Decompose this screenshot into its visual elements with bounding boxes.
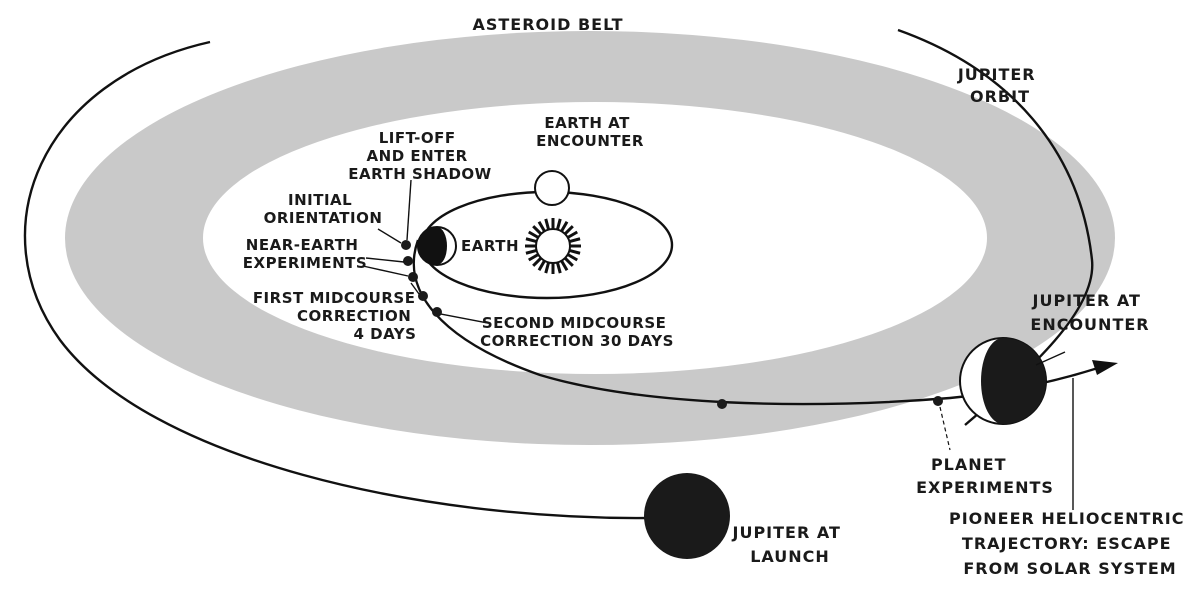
sun-ray: [544, 218, 551, 230]
label-second-midcourse-1: SECOND MIDCOURSE: [482, 314, 667, 332]
sun-ray: [537, 221, 546, 233]
asteroid-belt: [65, 31, 1115, 445]
sun-ray: [563, 256, 574, 267]
svg-text:PIONEER HELIOCENTRIC TRA: PIONEER HELIOCENTRIC TRAJECTORY: ESCAPE …: [949, 509, 1191, 578]
label-near-earth-1: NEAR-EARTH: [246, 236, 359, 254]
trajectory-event-dots: [401, 240, 943, 409]
sun-ray: [555, 262, 562, 274]
sun-ray: [566, 253, 578, 262]
label-near-earth-2: EXPERIMENTS: [243, 254, 367, 272]
label-asteroid-belt: ASTEROID BELT: [472, 15, 623, 34]
sun-ray: [532, 225, 543, 236]
label-jupiter-at-encounter-2: ENCOUNTER: [1030, 315, 1149, 334]
svg-text:FIRST MIDCOURSE CORRECTI: FIRST MIDCOURSE CORRECTION 4 DAYS: [253, 289, 421, 343]
svg-text:INITIAL ORIENTATION: INITIAL ORIENTATION: [264, 191, 383, 227]
labels: ASTEROID BELT JUPITER ORBIT EARTH AT ENC…: [243, 15, 1191, 578]
label-lift-off-2: AND ENTER: [367, 147, 468, 165]
label-earth-at-encounter-2: ENCOUNTER: [536, 132, 644, 150]
svg-text:NEAR-EARTH EXPERIMENTS: NEAR-EARTH EXPERIMENTS: [243, 236, 367, 272]
sun-icon: [525, 218, 581, 274]
trajectory-arrowhead: [1092, 360, 1118, 375]
label-lift-off-3: EARTH SHADOW: [348, 165, 491, 183]
svg-text:JUPITER AT ENCOUNTER: JUPITER AT ENCOUNTER: [1030, 291, 1149, 334]
label-jupiter-at-launch-1: JUPITER AT: [732, 523, 841, 542]
jupiter-orbit-path: [23, 40, 651, 520]
sun-ray: [525, 237, 537, 244]
label-jupiter-orbit-1: JUPITER: [957, 65, 1036, 84]
label-first-midcourse-2: CORRECTION: [297, 307, 411, 325]
label-earth: EARTH: [461, 237, 519, 255]
sun-ray: [525, 248, 537, 255]
label-planet-experiments-1: PLANET: [931, 455, 1007, 474]
sun-ray: [537, 259, 546, 271]
label-jupiter-orbit-2: ORBIT: [970, 87, 1030, 106]
label-jupiter-at-encounter-1: JUPITER AT: [1032, 291, 1141, 310]
label-lift-off-1: LIFT-OFF: [379, 129, 456, 147]
label-pioneer-trajectory-2: TRAJECTORY: ESCAPE: [962, 534, 1172, 553]
sun-ray: [560, 259, 569, 271]
svg-text:SECOND MIDCOURSE CORRECT: SECOND MIDCOURSE CORRECTION 30 DAYS: [480, 314, 674, 350]
sun-ray: [566, 230, 578, 239]
label-first-midcourse-3: 4 DAYS: [354, 325, 417, 343]
svg-text:JUPITER AT LAUNCH: JUPITER AT LAUNCH: [732, 523, 848, 566]
label-first-midcourse-1: FIRST MIDCOURSE: [253, 289, 416, 307]
label-jupiter-at-launch-2: LAUNCH: [750, 547, 830, 566]
svg-text:JUPITER ORBIT: JUPITER ORBIT: [957, 65, 1042, 106]
sun-ray: [569, 248, 581, 255]
jupiter-at-launch-icon: [644, 473, 730, 559]
sun-ray: [569, 237, 581, 244]
label-pioneer-trajectory-3: FROM SOLAR SYSTEM: [963, 559, 1176, 578]
label-pioneer-trajectory-1: PIONEER HELIOCENTRIC: [949, 509, 1184, 528]
jupiter-at-encounter-icon: [959, 337, 1047, 425]
sun-ray: [528, 230, 540, 239]
label-second-midcourse-2: CORRECTION 30 DAYS: [480, 332, 674, 350]
leader-lines: [362, 179, 1074, 510]
earth-icon: [417, 226, 457, 266]
label-initial-orientation-2: ORIENTATION: [264, 209, 383, 227]
sun-ray: [555, 218, 562, 230]
earth-at-encounter-icon: [534, 170, 570, 206]
sun-ray: [560, 221, 569, 233]
svg-text:EARTH AT ENCOUNTER: EARTH AT ENCOUNTER: [536, 114, 644, 150]
sun-ray: [532, 256, 543, 267]
svg-text:LIFT-OFF AND ENTER: LIFT-OFF AND ENTER EARTH SHADOW: [348, 129, 491, 183]
label-earth-at-encounter-1: EARTH AT: [544, 114, 630, 132]
label-initial-orientation-1: INITIAL: [288, 191, 352, 209]
sun-ray: [563, 225, 574, 236]
sun-ray: [528, 253, 540, 262]
svg-text:PLANET EXPERIMENTS: PLANET EXPERIMENTS: [916, 455, 1054, 497]
sun-ray: [544, 262, 551, 274]
label-planet-experiments-2: EXPERIMENTS: [916, 478, 1054, 497]
